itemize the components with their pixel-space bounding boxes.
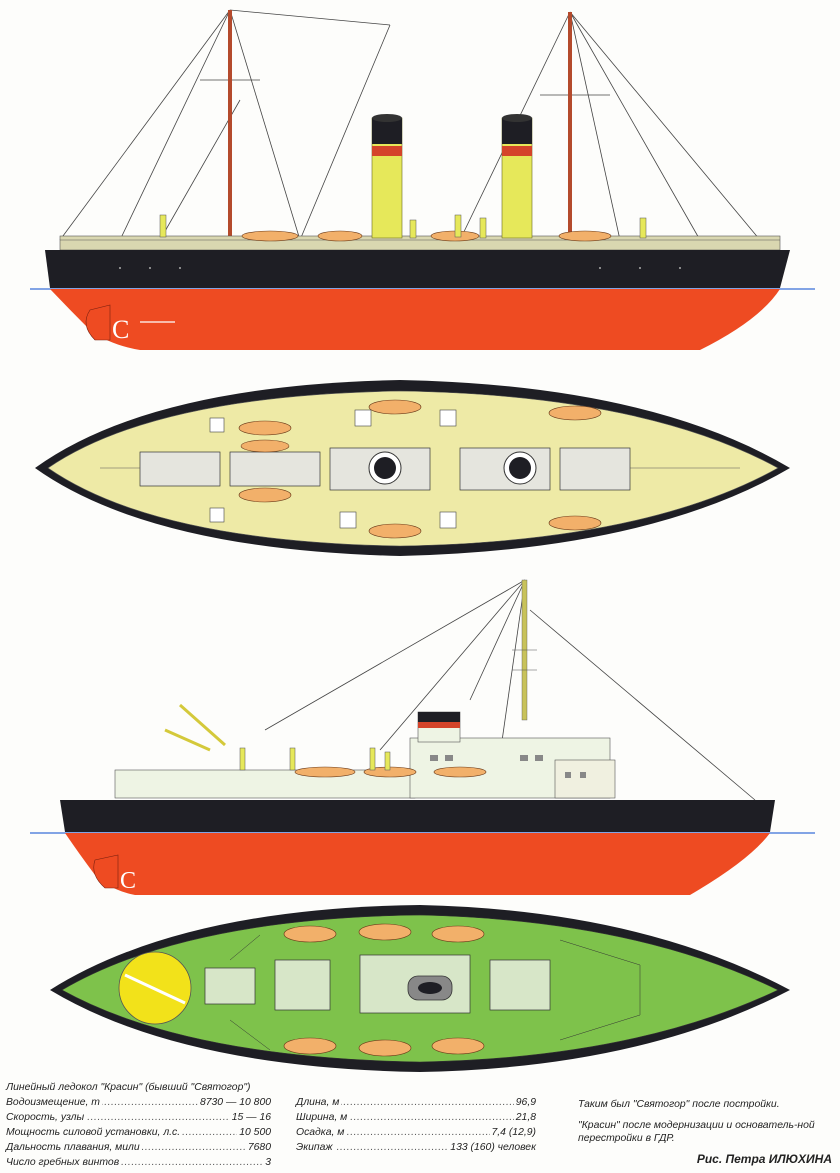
krasin-plan-view: [50, 905, 790, 1072]
spec-row: ........................................…: [296, 1125, 536, 1140]
spec-row: ........................................…: [296, 1095, 536, 1110]
illustration-credit: Рис. Петра ИЛЮХИНА: [696, 1152, 832, 1166]
ship-drawings: C: [30, 9, 815, 1072]
spec-row: ........................................…: [6, 1125, 271, 1140]
svyatogor-side-view: C: [30, 9, 815, 350]
spec-row: ........................................…: [6, 1095, 271, 1110]
spec-row: ........................................…: [6, 1155, 271, 1170]
spec-row: ........................................…: [6, 1110, 271, 1125]
funnel-fore: [371, 114, 403, 239]
specs-left-column: ........................................…: [6, 1095, 271, 1170]
svg-text:C: C: [112, 315, 129, 344]
spec-row: ........................................…: [296, 1140, 536, 1155]
caption-original: Таким был "Святогор" после постройки.: [578, 1099, 780, 1110]
caption-modern: "Красин" после модернизации и основатель…: [578, 1120, 815, 1144]
svyatogor-plan-view: [35, 380, 790, 556]
funnel-aft: [501, 114, 533, 239]
svg-text:C: C: [120, 868, 136, 894]
specs-middle-column: ........................................…: [296, 1095, 536, 1155]
spec-row: ........................................…: [296, 1110, 536, 1125]
spec-row: ........................................…: [6, 1140, 271, 1155]
krasin-side-view: C: [30, 579, 815, 895]
